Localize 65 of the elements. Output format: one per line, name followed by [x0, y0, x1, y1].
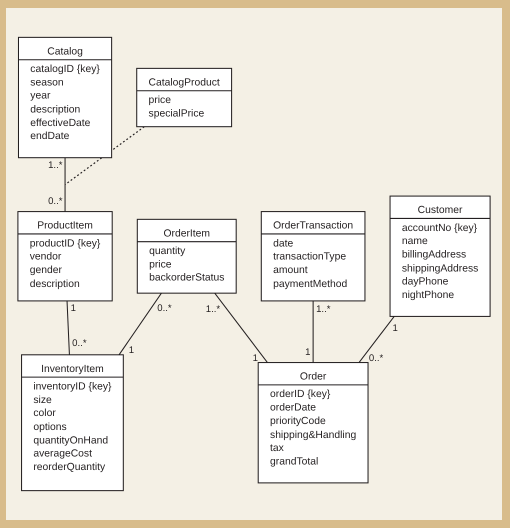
attribute: backorderStatus — [149, 270, 224, 284]
class-name: ProductItem — [36, 218, 94, 233]
multiplicity-label: 1 — [305, 348, 310, 358]
multiplicity-label: 1 — [70, 304, 76, 315]
attribute: catalogID {key} — [30, 62, 100, 76]
attribute: options — [33, 419, 68, 433]
multiplicity-label: 0..* — [368, 354, 384, 365]
attribute: vendor — [30, 249, 62, 263]
attribute: tax — [270, 440, 285, 454]
attribute: color — [33, 406, 57, 420]
attribute: transactionType — [273, 249, 348, 263]
attribute: orderDate — [270, 400, 317, 414]
attribute: description — [30, 276, 81, 290]
class-name: Customer — [416, 202, 464, 218]
attribute: productID {key} — [30, 236, 100, 250]
attribute: accountNo {key} — [402, 220, 478, 234]
attribute: orderID {key} — [270, 386, 332, 400]
attribute: nightPhone — [402, 288, 456, 301]
attribute: paymentMethod — [273, 276, 348, 290]
attribute: averageCost — [33, 446, 93, 460]
multiplicity-label: 0..* — [157, 304, 172, 315]
multiplicity-label: 1 — [128, 346, 134, 356]
attribute: year — [30, 88, 52, 102]
class-name: InventoryItem — [40, 361, 105, 376]
attribute: quantityOnHand — [33, 432, 110, 446]
attribute: inventoryID {key} — [33, 379, 112, 393]
attribute: shipping&Handling — [270, 427, 356, 441]
attribute: priorityCode — [270, 414, 327, 428]
attribute: shippingAddress — [402, 260, 478, 274]
multiplicity-label: 1..* — [316, 304, 330, 316]
attribute: season — [30, 75, 65, 89]
attribute: size — [33, 392, 53, 406]
attribute: effectiveDate — [30, 115, 92, 129]
class-name: CatalogProduct — [148, 74, 220, 90]
connector — [358, 316, 395, 363]
attribute: grandTotal — [270, 454, 320, 468]
connector — [118, 292, 162, 356]
connector — [312, 300, 314, 363]
attribute: specialPrice — [148, 106, 206, 120]
class-name: Catalog — [46, 44, 84, 59]
attribute: billingAddress — [402, 247, 468, 261]
association-line — [64, 126, 145, 186]
multiplicity-label: 1..* — [206, 304, 220, 316]
attribute: description — [30, 102, 82, 116]
attribute: name — [402, 234, 429, 248]
attribute: price — [148, 92, 172, 106]
attribute: price — [149, 257, 173, 271]
class-name: Order — [298, 368, 328, 384]
connector — [214, 292, 268, 363]
attribute: reorderQuantity — [33, 460, 106, 474]
multiplicity-label: 1 — [392, 324, 398, 334]
class-name: OrderItem — [162, 226, 211, 241]
attribute: dayPhone — [402, 274, 450, 288]
attribute: endDate — [30, 128, 70, 142]
multiplicity-label: 1 — [252, 354, 258, 365]
connector — [64, 158, 66, 212]
attribute: gender — [30, 262, 63, 276]
connector — [66, 300, 70, 355]
multiplicity-label: 1..* — [48, 161, 62, 172]
multiplicity-label: 0..* — [72, 339, 87, 350]
class-name: OrderTransaction — [273, 218, 354, 233]
attribute: quantity — [149, 244, 186, 258]
attribute: amount — [273, 262, 309, 276]
attribute: date — [273, 236, 294, 250]
multiplicity-label: 0..* — [48, 196, 62, 208]
